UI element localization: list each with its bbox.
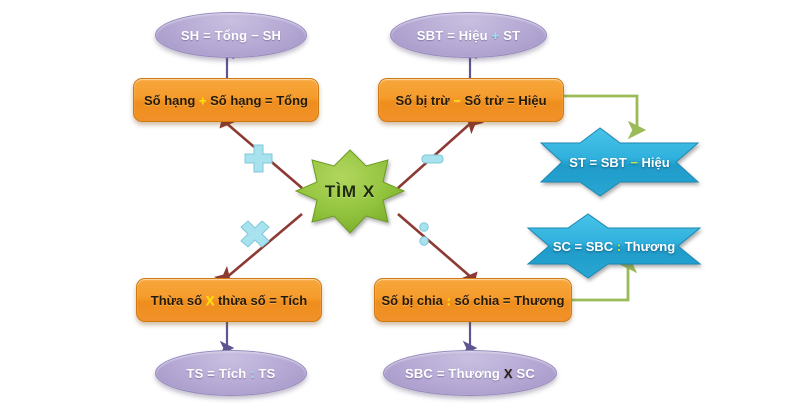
divide-icon bbox=[419, 222, 429, 246]
ribbon-st-label: ST = SBT − Hiệu bbox=[569, 155, 670, 170]
times-icon bbox=[240, 220, 270, 248]
colon-glyph: : bbox=[250, 365, 255, 381]
minus-icon bbox=[421, 154, 444, 164]
ellipse-ts-label: TS = Tích : TS bbox=[186, 365, 276, 381]
box-addition-label: Số hạng + Số hạng = Tổng bbox=[144, 92, 308, 108]
box-multiplication-rule: Thừa số X thừa số = Tích bbox=[136, 278, 322, 322]
ellipse-sbc-result: SBC = Thương X SC bbox=[383, 350, 557, 396]
ellipse-sbc-label: SBC = Thương X SC bbox=[404, 365, 536, 381]
center-star-node: TÌM X bbox=[300, 176, 400, 208]
arrow-star-to-box-sub bbox=[397, 115, 485, 189]
times-glyph: X bbox=[503, 365, 513, 381]
minus-glyph: − bbox=[630, 155, 638, 170]
ribbon-sc-node: SC = SBC : Thương bbox=[528, 230, 700, 263]
ellipse-sh-label: SH = Tổng − SH bbox=[180, 27, 282, 43]
ellipse-ts-result: TS = Tích : TS bbox=[155, 350, 307, 396]
ellipse-sbt-result: SBT = Hiệu + ST bbox=[390, 12, 547, 58]
box-division-label: Số bị chia : số chia = Thương bbox=[381, 292, 565, 308]
arrow-box-div-to-ribbon-sc bbox=[570, 254, 638, 302]
ribbon-sc-label: SC = SBC : Thương bbox=[552, 239, 676, 254]
arrow-star-to-box-div bbox=[397, 213, 478, 291]
box-multiplication-label: Thừa số X thừa số = Tích bbox=[150, 292, 308, 308]
box-addition-rule: Số hạng + Số hạng = Tổng bbox=[133, 78, 319, 122]
box-subtraction-rule: Số bị trừ − Số trừ = Hiệu bbox=[378, 78, 564, 122]
ellipse-sh-result: SH = Tổng − SH bbox=[155, 12, 307, 58]
box-subtraction-label: Số bị trừ − Số trừ = Hiệu bbox=[395, 92, 547, 108]
ribbon-st-node: ST = SBT − Hiệu bbox=[541, 146, 698, 179]
plus-glyph: + bbox=[198, 92, 207, 108]
arrow-star-to-box-mul bbox=[213, 213, 303, 285]
ellipse-sbt-label: SBT = Hiệu + ST bbox=[416, 27, 521, 43]
times-glyph: X bbox=[205, 292, 215, 308]
arrow-box-sub-to-ribbon-st bbox=[562, 94, 647, 140]
colon-glyph: : bbox=[446, 292, 451, 308]
box-division-rule: Số bị chia : số chia = Thương bbox=[374, 278, 572, 322]
minus-glyph: − bbox=[453, 92, 461, 108]
plus-glyph: + bbox=[491, 27, 500, 43]
plus-icon bbox=[244, 144, 273, 173]
minus-glyph: − bbox=[251, 27, 259, 43]
center-star-label: TÌM X bbox=[324, 182, 376, 201]
arrow-star-to-box-add bbox=[219, 109, 303, 189]
